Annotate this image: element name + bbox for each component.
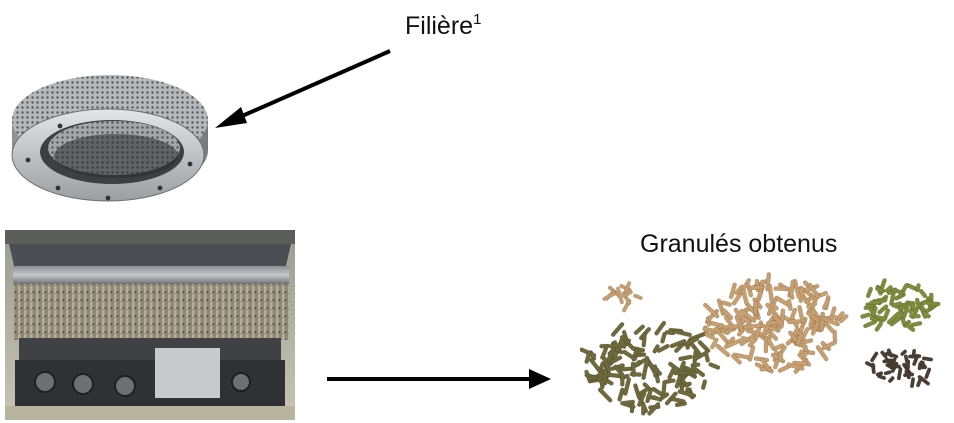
pellet-press-image	[5, 230, 295, 420]
die-label-footnote: 1	[473, 11, 481, 28]
process-arrow	[325, 365, 555, 395]
die-pointer-arrow	[205, 45, 400, 135]
die-ring-image	[0, 60, 215, 210]
pellets-image	[580, 270, 954, 423]
die-label: Filière1	[405, 12, 481, 39]
die-label-text: Filière	[405, 12, 473, 40]
pellets-label: Granulés obtenus	[640, 232, 837, 257]
